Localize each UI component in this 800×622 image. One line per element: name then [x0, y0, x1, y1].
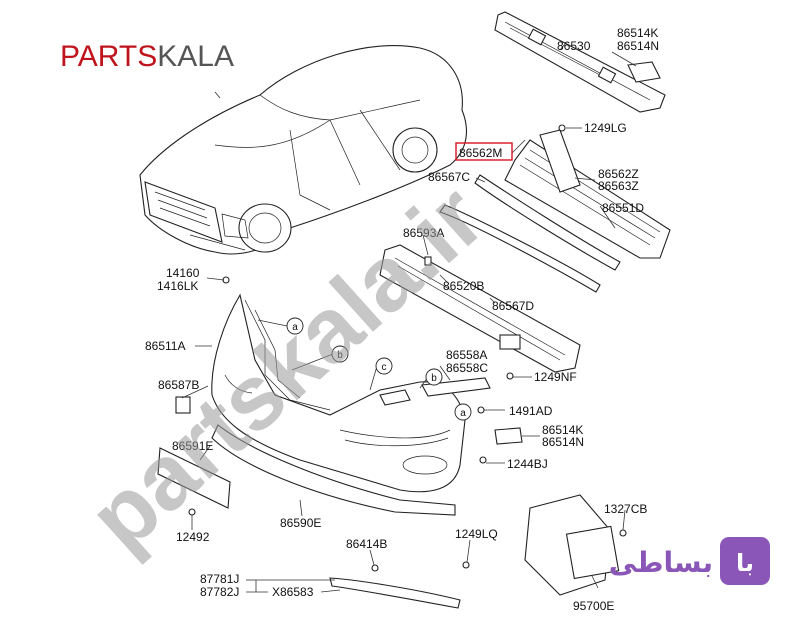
label-86514N-top: 86514N: [617, 39, 659, 53]
label-14160: 14160: [166, 266, 200, 280]
part-86591E-plate: [157, 447, 231, 509]
label-86558C: 86558C: [446, 361, 488, 375]
part-86567C-strip: [439, 204, 601, 293]
label-86587B: 86587B: [158, 378, 199, 392]
label-86567D: 86567D: [492, 299, 534, 313]
callout-a-1: a: [292, 322, 298, 333]
label-86562M: 86562M: [459, 146, 502, 160]
partskala-logo: PARTSKALA: [60, 40, 234, 73]
label-95700E: 95700E: [573, 599, 614, 613]
label-1327CB: 1327CB: [604, 502, 647, 516]
part-86587B-cap: [175, 396, 191, 414]
label-86562Z: 86562Z: [598, 167, 639, 181]
badge-icon-text: با: [736, 549, 754, 577]
callout-circles: a b c b a: [286, 317, 472, 421]
logo-part1: PARTS: [60, 40, 157, 73]
label-1249NF: 1249NF: [534, 370, 577, 384]
label-86551D: 86551D: [602, 201, 644, 215]
label-87782J: 87782J: [200, 585, 239, 599]
callout-b-1: b: [337, 350, 343, 361]
label-12492: 12492: [176, 530, 210, 544]
label-X86583: X86583: [272, 585, 314, 599]
label-1416LK: 1416LK: [157, 279, 198, 293]
callout-a-2: a: [460, 408, 466, 419]
label-86590E: 86590E: [280, 516, 321, 530]
label-1249LQ: 1249LQ: [455, 527, 498, 541]
label-86567C: 86567C: [428, 170, 470, 184]
part-86562Z-bracket: [539, 129, 581, 193]
label-86514K-top: 86514K: [617, 26, 658, 40]
label-86514K-mid: 86514K: [542, 423, 583, 437]
fasteners: [188, 124, 627, 572]
label-87781J: 87781J: [200, 572, 239, 586]
part-86558-brackets: [379, 377, 491, 406]
label-1491AD: 1491AD: [509, 404, 553, 418]
badge-box: [720, 537, 770, 585]
label-86591E: 86591E: [172, 439, 213, 453]
part-95700E-module: [524, 494, 620, 596]
label-86558A: 86558A: [446, 348, 487, 362]
label-86593A: 86593A: [403, 226, 444, 240]
badge-text: بساطی: [609, 546, 713, 579]
label-86514N-mid: 86514N: [542, 435, 584, 449]
label-1244BJ: 1244BJ: [507, 457, 548, 471]
callout-c-1: c: [382, 362, 387, 373]
part-86551D-grille: [504, 139, 671, 259]
part-86520B-absorber: [379, 244, 581, 373]
svg-text:PARTSKALA: PARTSKALA: [60, 40, 234, 73]
label-86511A: 86511A: [145, 339, 185, 353]
part-86590E-lower: [211, 424, 456, 516]
label-86530: 86530: [557, 39, 591, 53]
callout-b-2: b: [431, 373, 437, 384]
part-86530-beam: [494, 11, 666, 113]
part-labels: 86530 86514K 86514N 1249LG 86562M 86567C…: [145, 26, 659, 613]
logo-part2: KALA: [157, 40, 234, 73]
label-86520B: 86520B: [443, 279, 484, 293]
label-1249LG: 1249LG: [584, 121, 627, 135]
label-86563Z: 86563Z: [598, 179, 639, 193]
part-86414B-lip: [329, 577, 461, 609]
label-86414B: 86414B: [346, 537, 387, 551]
highlight-box-86562M: [455, 142, 513, 161]
part-86562M-molding: [474, 174, 621, 271]
basalam-badge: با بساطی: [609, 537, 770, 585]
car-illustration: [139, 45, 467, 255]
